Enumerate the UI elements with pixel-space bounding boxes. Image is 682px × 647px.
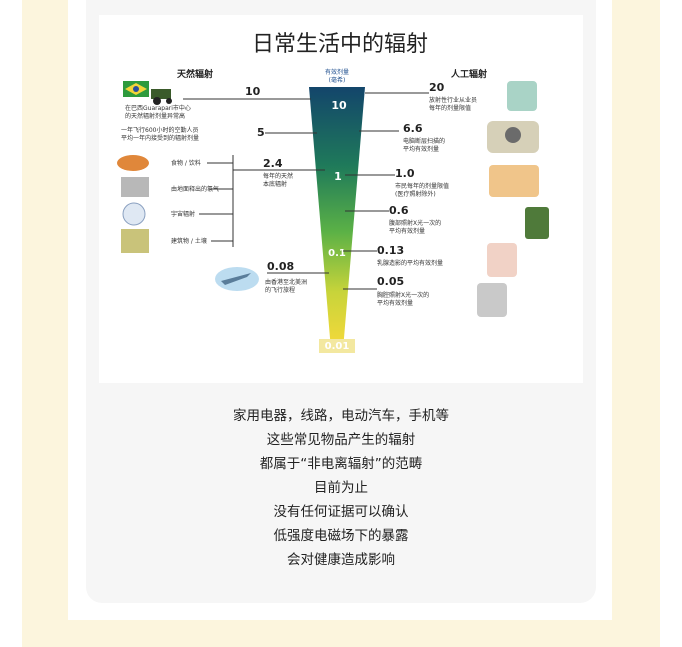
dose-cone (309, 87, 365, 350)
right-value: 0.13 (377, 244, 404, 257)
caption-line: 没有任何证据可以确认 (273, 504, 409, 520)
caption-text: 家用电器，线路，电动汽车，手机等 这些常见物品产生的辐射 都属于“非电离辐射”的… (86, 404, 596, 572)
svg-text:由香港至北美洲: 由香港至北美洲 (265, 278, 307, 286)
right-value: 1.0 (395, 167, 415, 180)
svg-text:平均有效剂量: 平均有效剂量 (377, 299, 413, 307)
svg-text:一年飞行600小时的空勤人员: 一年飞行600小时的空勤人员 (121, 126, 198, 134)
chest-xray-icon (477, 283, 507, 317)
svg-text:放射性行业从业员: 放射性行业从业员 (429, 96, 477, 104)
right-item-ct: 6.6 电脑断层扫描的 平均有效剂量 (359, 121, 539, 153)
svg-text:乳腺造影的平均有效剂量: 乳腺造影的平均有效剂量 (377, 259, 443, 267)
caption-line: 目前为止 (314, 480, 368, 496)
source-cosmic: 宇宙辐射 (171, 210, 195, 218)
svg-text:每年的剂量限值: 每年的剂量限值 (429, 104, 471, 112)
tractor-icon (151, 89, 171, 99)
building-icon (121, 229, 149, 253)
caption-line: 这些常见物品产生的辐射 (266, 432, 416, 448)
family-icon (489, 165, 539, 197)
caption-line: 会对健康造成影响 (287, 552, 395, 568)
caption-line: 低强度电磁场下的暴露 (273, 528, 409, 544)
svg-text:在巴西Guarapari市中心: 在巴西Guarapari市中心 (125, 104, 191, 112)
right-item-public-limit: 1.0 市民每年的剂量限值 (医疗照射除外) (345, 165, 539, 198)
house-icon (121, 177, 149, 197)
svg-text:电脑断层扫描的: 电脑断层扫描的 (403, 137, 445, 145)
cosmic-icon (122, 202, 146, 226)
left-value: 10 (245, 85, 261, 98)
left-item-flight: 0.08 由香港至北美洲 的飞行旅程 (215, 260, 329, 294)
scale-header-line1: 有效剂量 (325, 68, 349, 76)
caption-line: 家用电器，线路，电动汽车，手机等 (233, 408, 449, 424)
svg-text:(医疗照射除外): (医疗照射除外) (395, 190, 436, 198)
svg-text:市民每年的剂量限值: 市民每年的剂量限值 (395, 182, 449, 190)
svg-text:平均有效剂量: 平均有效剂量 (389, 227, 425, 235)
scale-value-0.1: 0.1 (328, 248, 346, 259)
left-value: 5 (257, 126, 265, 139)
infographic-title: 日常生活中的辐射 (252, 32, 428, 57)
right-item-chest-xray: 0.05 胸腔照射X光一次的 平均有效剂量 (343, 275, 507, 317)
right-item-mammogram: 0.13 乳腺造影的平均有效剂量 (343, 243, 517, 277)
workers-icon (507, 81, 537, 111)
source-building: 建筑物 / 土壤 (171, 237, 207, 245)
right-item-abdomen-xray: 0.6 腹部照射X光一次的 平均有效剂量 (345, 204, 549, 239)
right-heading: 人工辐射 (450, 68, 487, 80)
natural-sources: 食物 / 饮料 由地面释出的氡气 宇宙辐射 建筑物 / 土壤 (117, 155, 233, 253)
food-drink-icon (117, 155, 149, 171)
right-value: 20 (429, 81, 445, 94)
svg-text:平均一年内接受到的辐射剂量: 平均一年内接受到的辐射剂量 (121, 134, 199, 142)
svg-text:本底辐射: 本底辐射 (263, 180, 287, 188)
svg-text:每年的天然: 每年的天然 (263, 172, 293, 180)
svg-text:平均有效剂量: 平均有效剂量 (403, 145, 439, 153)
scale-value-0.01: 0.01 (325, 341, 350, 352)
right-value: 0.05 (377, 275, 404, 288)
right-value: 0.6 (389, 204, 409, 217)
left-item-background: 2.4 每年的天然 本底辐射 (232, 155, 325, 247)
scale-header-line2: (毫希) (329, 76, 346, 84)
left-item-aircrew: 一年飞行600小时的空勤人员 平均一年内接受到的辐射剂量 5 (121, 126, 317, 142)
scale-value-10: 10 (331, 99, 347, 112)
svg-text:的天然辐射剂量异常高: 的天然辐射剂量异常高 (125, 112, 185, 120)
left-item-guarapari: 10 在巴西Guarapari市中心 的天然辐射剂量异常高 (123, 81, 311, 120)
scale-value-1: 1 (334, 170, 342, 183)
right-value: 6.6 (403, 122, 423, 135)
svg-text:腹部照射X光一次的: 腹部照射X光一次的 (389, 219, 441, 227)
right-item-worker: 20 放射性行业从业员 每年的剂量限值 (365, 81, 537, 112)
svg-text:的飞行旅程: 的飞行旅程 (265, 286, 295, 294)
left-heading: 天然辐射 (177, 68, 213, 80)
abdomen-xray-icon (525, 207, 549, 239)
svg-text:胸腔照射X光一次的: 胸腔照射X光一次的 (377, 291, 429, 299)
left-value: 2.4 (263, 157, 283, 170)
cone-base (319, 339, 355, 353)
source-food: 食物 / 饮料 (171, 159, 201, 167)
radiation-infographic: 日常生活中的辐射 天然辐射 人工辐射 有效剂量 (毫希) 10 1 0.1 0.… (99, 15, 583, 383)
mammogram-icon (487, 243, 517, 277)
caption-line: 都属于“非电离辐射”的范畴 (259, 456, 423, 472)
left-value: 0.08 (267, 260, 294, 273)
source-radon: 由地面释出的氡气 (171, 185, 219, 193)
